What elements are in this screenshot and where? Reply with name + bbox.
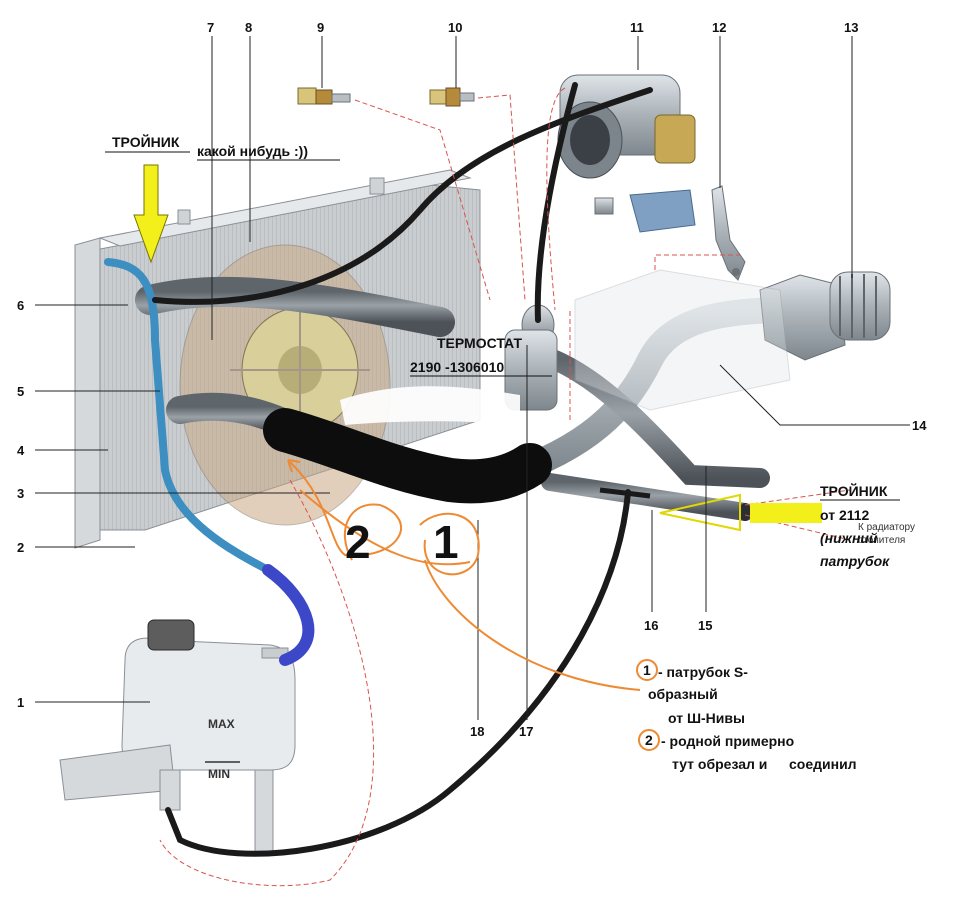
to-heater-line2: отопителя (858, 535, 905, 546)
callout-16: 16 (644, 618, 658, 633)
erased-area (340, 386, 520, 425)
legend-item2-line3: соединил (789, 756, 857, 772)
tee-arrow-right (659, 493, 822, 532)
temperature-sensor-10 (429, 87, 475, 107)
callout-2: 2 (17, 540, 24, 555)
dashed-routing (159, 87, 851, 887)
callout-12: 12 (712, 20, 726, 35)
legend-item2-line2: тут обрезал и (672, 756, 767, 772)
thermostat-label: ТЕРМОСТАТ 2190 -1306010 (410, 335, 552, 377)
callout-4: 4 (17, 443, 25, 458)
marker-2: 2 (345, 516, 371, 568)
legend: 1 - патрубок S- образный от Ш-Нивы 2 - р… (636, 659, 857, 772)
tee-right-pipe: патрубок (820, 553, 890, 569)
legend-item2-line1: - родной примерно (661, 733, 794, 749)
callout-11: 11 (630, 20, 644, 35)
tank-min-mark: MIN (208, 767, 230, 781)
throttle-body (557, 74, 696, 233)
blue-hose (104, 258, 315, 666)
callout-3: 3 (17, 486, 24, 501)
legend-item1-line2: образный (648, 686, 718, 702)
callout-14: 14 (912, 418, 927, 433)
callout-7: 7 (207, 20, 214, 35)
tank-max-mark: MAX (208, 717, 235, 731)
tee-arrow-top (133, 164, 169, 264)
legend-item2-num: 2 (645, 732, 653, 748)
callout-leaders (35, 36, 910, 720)
callout-5: 5 (17, 384, 24, 399)
thermostat-code: 2190 -1306010 (410, 359, 504, 375)
engine-block-outline (574, 269, 791, 411)
tee-right-from: от 2112 (820, 507, 870, 523)
thermostat-title: ТЕРМОСТАТ (437, 335, 522, 351)
radiator-inlet-hose (135, 276, 455, 337)
black-hose-lower (165, 487, 651, 857)
callout-17: 17 (519, 724, 533, 739)
s-shaped-hose-marker (263, 408, 552, 504)
tee-right-lower: (нижний (820, 530, 878, 546)
marker-1: 1 (433, 516, 459, 568)
callout-6: 6 (17, 298, 24, 313)
callout-1: 1 (17, 695, 24, 710)
legend-item1-line1: - патрубок S- (658, 664, 748, 680)
callout-8: 8 (245, 20, 252, 35)
tee-right-label: ТРОЙНИК от 2112 К радиатору отопителя (н… (820, 482, 915, 569)
orange-annotations: 2 1 (287, 459, 641, 691)
legend-item1-num: 1 (643, 662, 651, 678)
water-pump (759, 271, 891, 361)
to-heater-line1: К радиатору (858, 522, 915, 533)
callout-10: 10 (448, 20, 462, 35)
callout-13: 13 (844, 20, 858, 35)
black-hose-upper (152, 82, 653, 323)
callout-18: 18 (470, 724, 484, 739)
callout-15: 15 (698, 618, 712, 633)
thermostat-housing (504, 304, 558, 411)
tee-top-note: какой нибудь :)) (197, 143, 308, 159)
expansion-tank: MAX MIN (59, 619, 296, 856)
mounting-bracket (711, 185, 746, 281)
temperature-sensor-9 (297, 87, 351, 105)
legend-item1-line3: от Ш-Нивы (668, 710, 745, 726)
tee-top-label: ТРОЙНИК какой нибудь :)) (105, 133, 340, 161)
callout-numbers: 1 2 3 4 5 6 7 8 9 10 11 12 13 14 15 16 1… (17, 20, 927, 739)
tee-top-title: ТРОЙНИК (112, 133, 180, 150)
tee-right-title: ТРОЙНИК (820, 482, 888, 499)
callout-9: 9 (317, 20, 324, 35)
